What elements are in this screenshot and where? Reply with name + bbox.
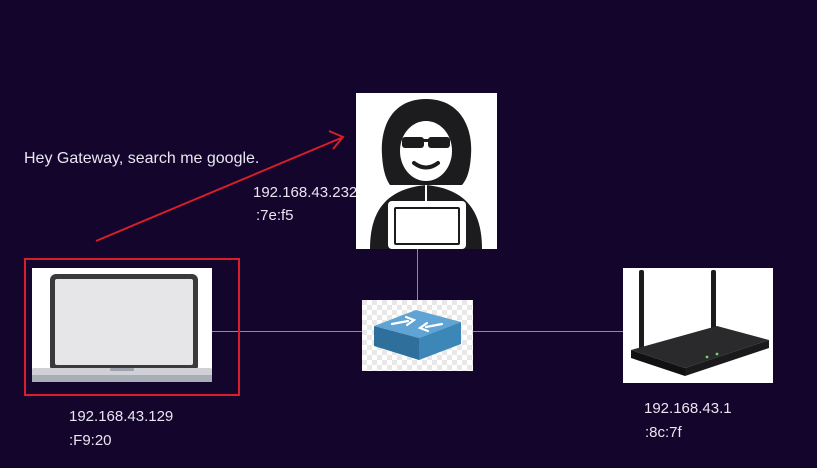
router-ip: 192.168.43.1 — [644, 400, 732, 417]
wire-attacker-switch — [417, 249, 418, 300]
attacker-mac: :7e:f5 — [256, 207, 294, 224]
laptop-mac: :F9:20 — [69, 432, 112, 449]
attacker-node — [356, 93, 497, 249]
switch-node — [362, 300, 473, 371]
laptop-node — [32, 268, 212, 382]
wire-switch-router — [473, 331, 623, 332]
router-node — [623, 268, 773, 383]
router-mac: :8c:7f — [645, 424, 682, 441]
redirect-arrowhead — [328, 130, 345, 150]
laptop-icon — [32, 274, 212, 382]
wire-laptop-switch — [212, 331, 362, 332]
laptop-ip: 192.168.43.129 — [69, 408, 174, 425]
wifi-router-icon — [631, 270, 769, 376]
network-switch-icon — [362, 300, 473, 371]
message-text: Hey Gateway, search me google. — [24, 150, 260, 167]
hacker-icon — [370, 99, 482, 249]
attacker-ip: 192.168.43.232 — [253, 185, 356, 200]
laptop-highlight-box — [24, 258, 240, 396]
